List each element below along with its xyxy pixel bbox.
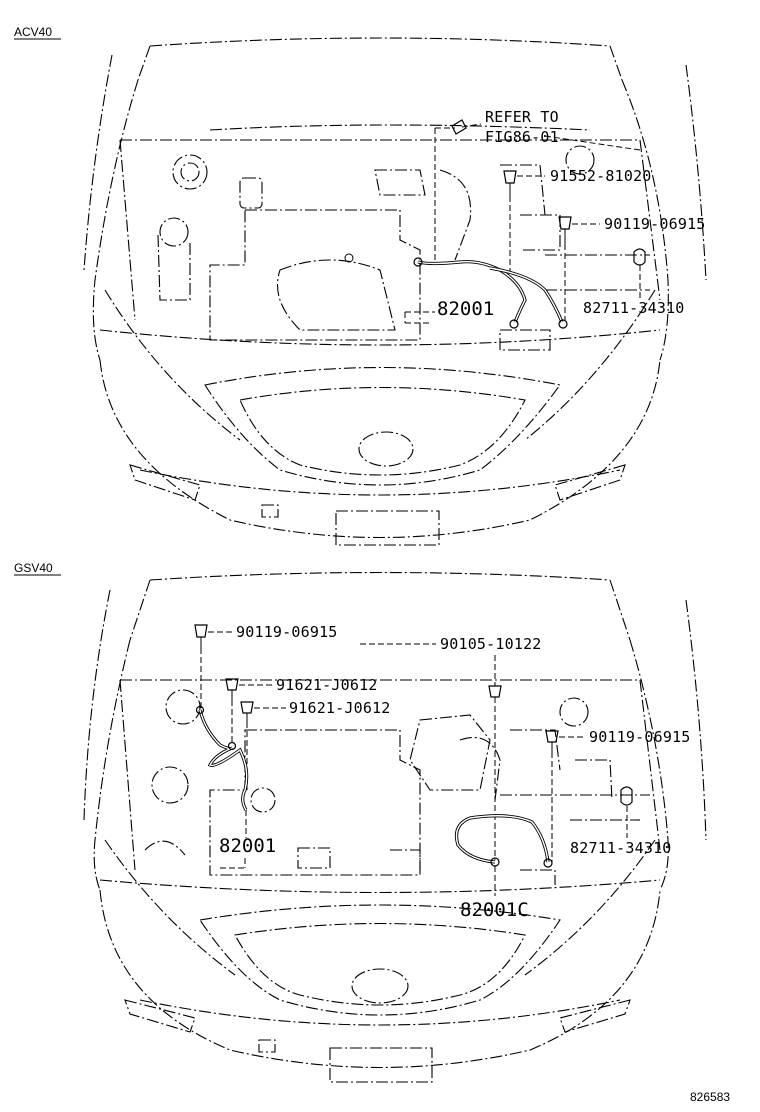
bolt-icon	[545, 730, 559, 752]
part-label-91621-J0612-b: 91621-J0612	[289, 699, 391, 717]
bolt-icon	[240, 701, 254, 722]
refer-label-line1: REFER TO	[485, 108, 559, 126]
bolt-icon	[225, 678, 239, 700]
part-label-82001C: 82001C	[460, 899, 529, 921]
part-label-91552-81020: 91552-81020	[550, 167, 652, 185]
bolt-icon	[488, 685, 502, 698]
bolt-icon	[558, 216, 572, 244]
parts-callouts-gsv40: 90119-06915 90105-10122 91621-J0612	[194, 623, 691, 921]
part-label-90119-06915-right: 90119-06915	[589, 728, 691, 746]
part-label-90105-10122: 90105-10122	[440, 635, 542, 653]
part-label-91621-J0612-a: 91621-J0612	[276, 676, 378, 694]
section-acv40: ACV40	[14, 25, 707, 546]
part-label-82001: 82001	[437, 298, 494, 320]
ground-strap-wire-82001	[413, 257, 568, 329]
drawing-code: 826583	[690, 1090, 730, 1104]
parts-callouts-acv40: REFER TO FIG86-01 91552-81020 90119-0691…	[404, 108, 706, 329]
section-title-gsv40: GSV40	[14, 561, 53, 575]
part-label-82001: 82001	[219, 835, 276, 857]
refer-bolt-icon	[451, 119, 467, 135]
clamp-icon	[620, 786, 633, 806]
engine-bay-outline-gsv40	[83, 571, 707, 1083]
bolt-icon	[503, 170, 517, 196]
part-label-90119-06915-left: 90119-06915	[236, 623, 338, 641]
ground-strap-wire-82001C	[454, 814, 553, 868]
engine-bay-outline-acv40	[83, 37, 707, 546]
clamp-icon	[633, 248, 646, 266]
part-label-82711-34310: 82711-34310	[570, 839, 672, 857]
bolt-icon	[194, 624, 208, 648]
refer-label-line2: FIG86-01	[485, 128, 559, 146]
ground-strap-wire-82001	[195, 705, 249, 811]
part-label-82711-34310: 82711-34310	[583, 299, 685, 317]
part-label-90119-06915: 90119-06915	[604, 215, 706, 233]
section-gsv40: GSV40	[14, 561, 707, 1083]
section-title-acv40: ACV40	[14, 25, 52, 39]
